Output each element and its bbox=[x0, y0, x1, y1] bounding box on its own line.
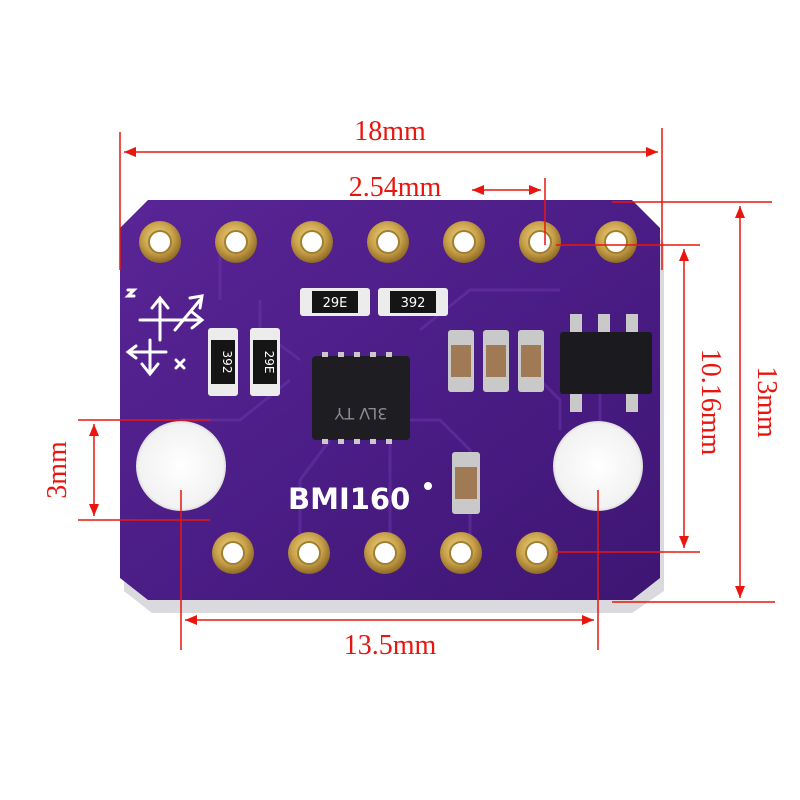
capacitor-group bbox=[448, 330, 544, 514]
resistor-code: 29E bbox=[262, 351, 276, 374]
dimension-hole-spacing-label: 13.5mm bbox=[344, 630, 437, 661]
mounting-hole-right bbox=[553, 421, 643, 511]
board-name: BMI160 bbox=[288, 482, 410, 516]
pad bbox=[440, 532, 482, 574]
resistor-code: 29E bbox=[323, 296, 348, 311]
pad bbox=[139, 221, 181, 263]
chip-marking: 3LV TY bbox=[334, 404, 387, 423]
pad bbox=[212, 532, 254, 574]
pad bbox=[288, 532, 330, 574]
pad bbox=[519, 221, 561, 263]
dimension-pitch-label: 2.54mm bbox=[349, 172, 442, 203]
pad bbox=[215, 221, 257, 263]
pad bbox=[595, 221, 637, 263]
header-pads-top bbox=[139, 221, 637, 263]
dimension-row-spacing-label: 10.16mm bbox=[695, 349, 726, 456]
resistor-vertical-right: 29E bbox=[250, 328, 280, 396]
resistor-top-left: 29E bbox=[300, 288, 370, 316]
dimension-hole-label: 3mm bbox=[42, 441, 73, 499]
pad bbox=[364, 532, 406, 574]
resistor-code: 392 bbox=[220, 351, 234, 374]
pad bbox=[367, 221, 409, 263]
pad bbox=[516, 532, 558, 574]
dimension-height-label: 13mm bbox=[751, 366, 782, 438]
board-label: BMI160 bbox=[288, 482, 432, 516]
dimension-annotations bbox=[78, 128, 775, 650]
voltage-regulator-chip bbox=[560, 314, 652, 412]
resistor-code: 392 bbox=[401, 296, 426, 311]
bmi160-chip: 3LV TY bbox=[312, 352, 410, 444]
resistor-top-right: 392 bbox=[378, 288, 448, 316]
dimension-width-label: 18mm bbox=[354, 116, 426, 147]
pad bbox=[291, 221, 333, 263]
pad bbox=[443, 221, 485, 263]
resistor-vertical-left: 392 bbox=[208, 328, 238, 396]
axis-orientation-icon bbox=[124, 288, 205, 377]
mounting-hole-left bbox=[136, 421, 226, 511]
header-pads-bottom bbox=[212, 532, 558, 574]
